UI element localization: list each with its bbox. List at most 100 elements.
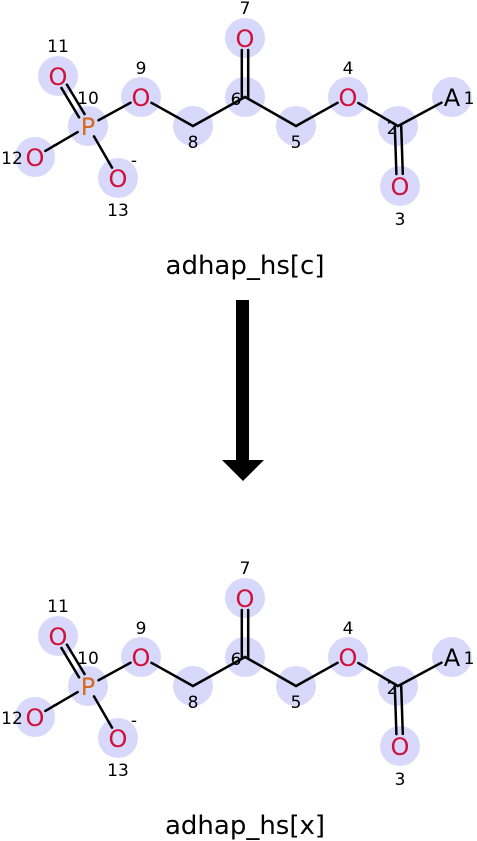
atom-index-11: 11 [47, 37, 69, 57]
atom-index-12: 12 [1, 709, 23, 729]
bond-10-11-line-b [60, 646, 81, 679]
atom-index-3: 3 [395, 210, 406, 230]
bond-2-3-line-a [393, 124, 398, 176]
bond-2-4 [357, 101, 400, 128]
atom-symbol-10: P [81, 113, 95, 141]
atom-highlight-13 [98, 158, 138, 198]
bond-10-13 [92, 135, 114, 169]
bond-6-7 [240, 608, 250, 659]
atom-symbol-13: O [109, 165, 128, 193]
atom-charge-13: - [131, 711, 137, 731]
bond-2-3-line-a [393, 684, 398, 736]
bond-2-3-line-b [399, 684, 405, 736]
atom-symbol-9: O [132, 84, 151, 112]
bond-2-4 [357, 661, 400, 688]
atom-index-13: 13 [107, 761, 129, 781]
atom-highlight-13 [98, 718, 138, 758]
bond-4-5 [294, 101, 339, 128]
bond-10-11-line-b [60, 86, 81, 119]
atom-highlight-7 [225, 578, 265, 618]
atom-highlight-12 [15, 697, 55, 737]
bond-8-9 [150, 661, 195, 688]
bond-10-12 [44, 690, 79, 713]
bond-6-8 [191, 95, 247, 128]
atom-index-9: 9 [136, 59, 147, 79]
atom-index-10: 10 [77, 89, 99, 109]
bond-2-3 [393, 684, 405, 736]
atom-index-6: 6 [231, 90, 242, 110]
atom-index-7: 7 [240, 559, 251, 579]
reactant-name: adhap_hs[c] [166, 251, 325, 281]
atom-highlight-7 [225, 18, 265, 58]
atom-charge-12: - [52, 695, 58, 715]
atom-index-1: 1 [464, 649, 475, 669]
atom-symbol-1: A [444, 644, 461, 672]
atom-index-6: 6 [231, 650, 242, 670]
atom-charge-12: - [52, 135, 58, 155]
atom-index-7: 7 [240, 0, 251, 19]
atom-highlight-3 [380, 726, 420, 766]
atom-index-4: 4 [343, 619, 354, 639]
atom-symbol-7: O [236, 585, 255, 613]
atom-symbol-4: O [339, 84, 358, 112]
atom-symbol-4: O [339, 644, 358, 672]
atom-highlight-12 [15, 137, 55, 177]
bond-1-2 [396, 661, 443, 688]
atom-highlight-4 [328, 77, 368, 117]
atom-highlight-3 [380, 166, 420, 206]
atom-index-2: 2 [387, 679, 398, 699]
bond-2-3-line-b [399, 124, 405, 176]
atom-index-3: 3 [395, 770, 406, 790]
bond-6-7 [240, 48, 250, 99]
bond-10-11 [60, 83, 86, 119]
atom-symbol-11: O [49, 63, 68, 91]
atom-symbol-3: O [391, 733, 410, 761]
atom-highlight-9 [121, 77, 161, 117]
atom-symbol-13: O [109, 725, 128, 753]
atom-symbol-3: O [391, 173, 410, 201]
atom-index-13: 13 [107, 201, 129, 221]
atom-highlight-1 [432, 77, 472, 117]
atom-symbol-7: O [236, 25, 255, 53]
bond-5-6 [243, 655, 298, 688]
atom-symbol-11: O [49, 623, 68, 651]
bond-10-12 [44, 130, 79, 153]
arrow-shaft [236, 300, 249, 462]
atom-highlight-1 [432, 637, 472, 677]
atom-index-4: 4 [343, 59, 354, 79]
bond-9-10 [97, 661, 132, 682]
atom-index-8: 8 [188, 133, 199, 153]
atom-charge-13: - [131, 151, 137, 171]
atom-symbol-9: O [132, 644, 151, 672]
atom-symbol-1: A [444, 84, 461, 112]
atom-highlight-9 [121, 637, 161, 677]
bond-4-5 [294, 661, 339, 688]
atom-index-12: 12 [1, 149, 23, 169]
bond-5-6 [243, 95, 298, 128]
arrow-head [222, 460, 264, 481]
atom-index-1: 1 [464, 89, 475, 109]
bond-9-10 [97, 101, 132, 122]
bond-10-11-line-a [65, 83, 86, 116]
down-arrow-icon [222, 300, 264, 481]
atom-index-5: 5 [291, 133, 302, 153]
atom-highlight-4 [328, 637, 368, 677]
atom-symbol-12: O [26, 704, 45, 732]
bond-1-2 [396, 101, 443, 128]
atom-index-2: 2 [387, 119, 398, 139]
bond-10-11 [60, 643, 86, 679]
product-name: adhap_hs[x] [165, 811, 325, 841]
atom-index-10: 10 [77, 649, 99, 669]
bond-2-3 [393, 124, 405, 176]
atom-symbol-12: O [26, 144, 45, 172]
bond-8-9 [150, 101, 195, 128]
atom-index-8: 8 [188, 693, 199, 713]
atom-index-5: 5 [291, 693, 302, 713]
bond-10-11-line-a [65, 643, 86, 676]
bond-6-8 [191, 655, 247, 688]
atom-index-9: 9 [136, 619, 147, 639]
atom-symbol-10: P [81, 673, 95, 701]
